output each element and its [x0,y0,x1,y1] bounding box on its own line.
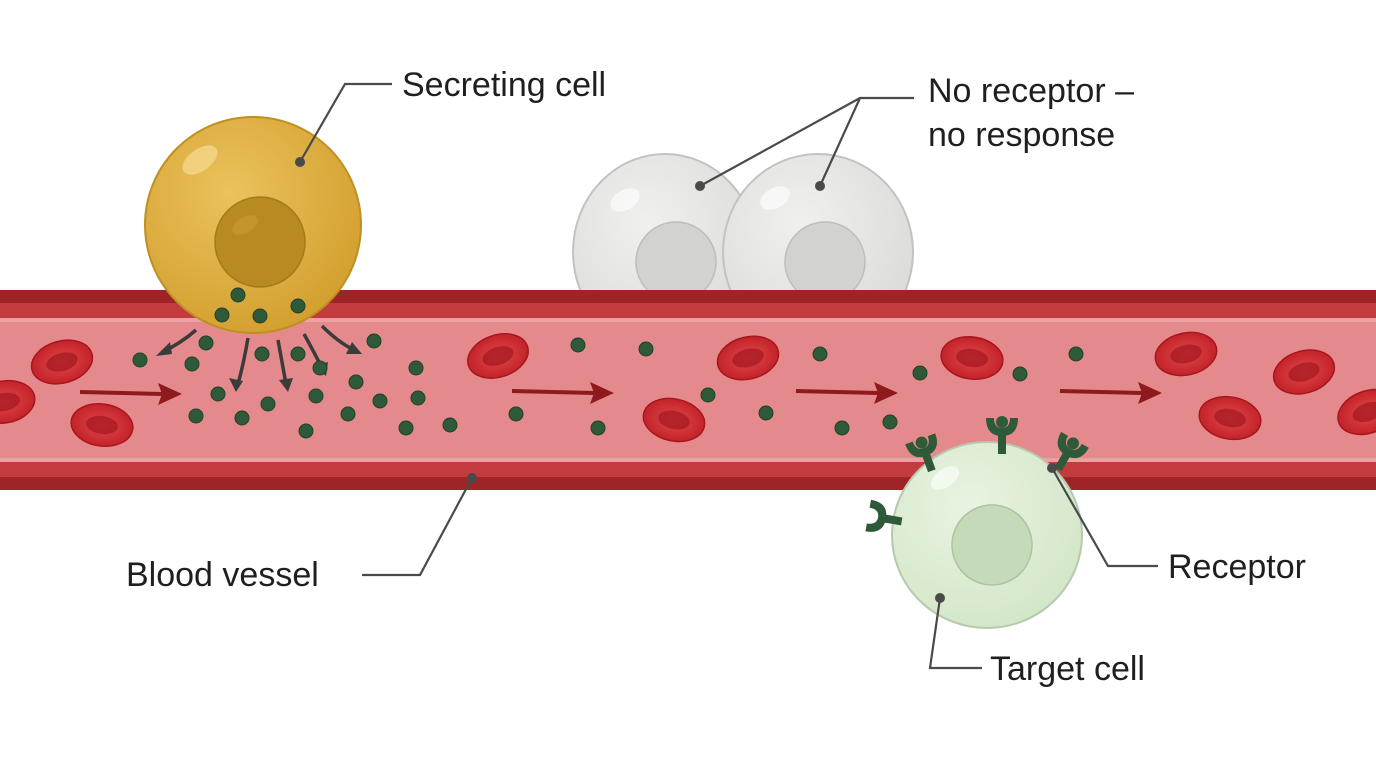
red-blood-cell-icon [1154,331,1218,377]
hormone-molecule-icon [340,406,356,422]
hormone-molecule-icon [214,307,230,323]
hormone-molecule-icon [1068,346,1084,362]
unresponsive-cell-left [572,153,758,292]
receptor-icon [986,416,1018,454]
hormone-molecule-icon [758,405,774,421]
receptor-leader [1047,463,1158,568]
hormone-molecule-icon [1012,366,1028,382]
hormone-molecule-icon [210,386,226,402]
red-blood-cell-icon [467,333,529,379]
target-cell-nucleus [951,504,1033,586]
receptor-icon [865,499,903,532]
red-blood-cell-icon [0,379,36,425]
unresponsive-cells [572,153,914,292]
hormone-molecule-icon [254,346,270,362]
hormone-molecule-icon [570,337,586,353]
red-blood-cell-icon [70,403,134,447]
receptors [865,416,1089,532]
hormone-molecule-icon [700,387,716,403]
secreting-cell-leader [295,82,392,167]
hormone-molecule-icon [372,393,388,409]
hormone-molecule-icon [290,298,306,314]
hormone-molecule-icon [812,346,828,362]
red-blood-cell-icon [716,335,780,381]
hormone-molecule-icon [348,374,364,390]
hormone-molecule-icon [366,333,382,349]
hormone-molecule-icon [252,308,268,324]
hormone-molecule-icon [638,341,654,357]
hormone-molecule-icon [290,346,306,362]
hormone-molecule-icon [230,287,246,303]
blood-vessel-leader [362,473,477,577]
hormone-molecule-icon [834,420,850,436]
red-blood-cells [0,331,1376,447]
unresponsive-cell-right [722,153,914,292]
hormone-molecule-icon [308,388,324,404]
hormone-molecule-icon [184,356,200,372]
flow-arrow-icon [795,382,898,404]
hormone-molecule-icon [912,365,928,381]
flow-arrow-icon [511,382,614,404]
secreting-cell-label: Secreting cell [402,66,606,104]
labels: Secreting cell No receptor – no response… [126,66,1306,688]
leader-lines [295,82,1158,670]
no-receptor-label-line1: No receptor – [928,72,1134,110]
red-blood-cell-icon [642,397,706,443]
hormone-molecule-icon [260,396,276,412]
blood-vessel-label: Blood vessel [126,556,319,594]
target-cell-label: Target cell [990,650,1145,688]
hormone-molecule-icon [508,406,524,422]
hormone-molecule-icon [312,360,328,376]
hormone-molecule-icon [188,408,204,424]
no-receptor-label-line2: no response [928,116,1115,154]
red-blood-cell-icon [940,336,1004,380]
hormone-molecule-icon [408,360,424,376]
hormone-molecules [132,287,1084,439]
hormone-molecule-icon [442,417,458,433]
red-blood-cell-icon [1198,395,1262,441]
receptor-icon [905,433,938,473]
target-cell-leader [928,593,982,670]
hormone-molecule-icon [198,335,214,351]
secreting-cell-nucleus [214,196,306,288]
receptor-label: Receptor [1168,548,1306,586]
hormone-molecule-icon [410,390,426,406]
no-receptor-leader [695,96,914,191]
red-blood-cell-icon [30,339,94,385]
flow-arrows [79,382,1162,405]
flow-arrow-icon [79,383,182,405]
secreting-cell [144,116,362,334]
hormone-molecule-icon [590,420,606,436]
hormone-molecule-icon [882,414,898,430]
hormone-molecule-icon [234,410,250,426]
red-blood-cell-icon [1272,349,1336,395]
receptor-icon [1054,431,1089,472]
hormone-molecule-icon [298,423,314,439]
hormone-molecule-icon [132,352,148,368]
hormone-molecule-icon [398,420,414,436]
flow-arrow-icon [1059,382,1162,404]
target-cell [891,441,1083,629]
